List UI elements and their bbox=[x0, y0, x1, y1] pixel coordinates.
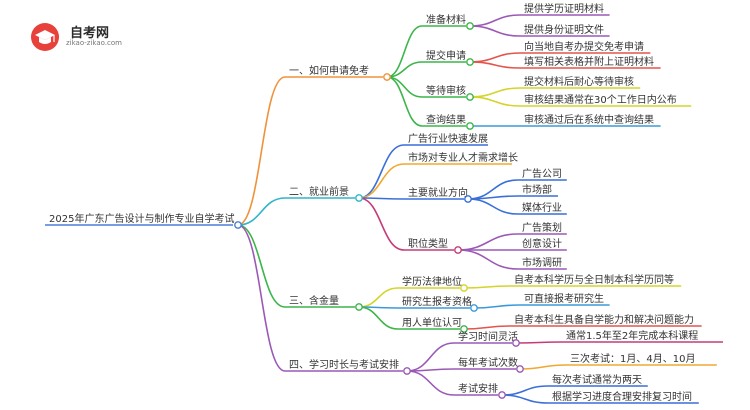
site-logo[interactable]: 自考网 zikao-zikao.com bbox=[30, 22, 150, 52]
connector-line bbox=[469, 25, 521, 37]
node-handle[interactable] bbox=[470, 304, 478, 312]
branch-topic[interactable]: 二、就业前景 bbox=[289, 185, 349, 198]
connector-line bbox=[358, 197, 405, 251]
subtopic[interactable]: 市场对专业人才需求增长 bbox=[408, 151, 518, 164]
leaf-topic[interactable]: 向当地自考办提交免考申请 bbox=[524, 40, 644, 53]
subtopic[interactable]: 查询结果 bbox=[426, 113, 466, 126]
leaf-topic[interactable]: 媒体行业 bbox=[522, 201, 562, 214]
subtopic[interactable]: 学习时间灵活 bbox=[458, 330, 518, 343]
connector-line bbox=[358, 287, 399, 308]
node-handle[interactable] bbox=[355, 303, 363, 311]
leaf-topic[interactable]: 可直接报考研究生 bbox=[524, 292, 604, 305]
node-handle[interactable] bbox=[403, 367, 411, 375]
logo-subtitle: zikao-zikao.com bbox=[66, 39, 122, 47]
connector-line bbox=[406, 342, 455, 372]
leaf-topic[interactable]: 提交材料后耐心等待审核 bbox=[524, 75, 634, 88]
leaf-topic[interactable]: 市场调研 bbox=[522, 256, 562, 269]
connector-line bbox=[463, 325, 511, 330]
leaf-topic[interactable]: 广告策划 bbox=[522, 221, 562, 234]
subtopic[interactable]: 考试安排 bbox=[458, 382, 498, 395]
node-handle[interactable] bbox=[466, 58, 474, 66]
connector-line bbox=[358, 163, 405, 199]
subtopic[interactable]: 研究生报考资格 bbox=[402, 295, 472, 308]
leaf-topic[interactable]: 通常1.5年至2年完成本科课程 bbox=[566, 329, 698, 342]
node-handle[interactable] bbox=[512, 339, 520, 347]
leaf-topic[interactable]: 自考本科学历与全日制本科学历同等 bbox=[514, 273, 674, 286]
connector-line bbox=[467, 198, 519, 215]
connector-line bbox=[237, 197, 286, 226]
connector-line bbox=[473, 304, 521, 309]
node-handle[interactable] bbox=[466, 122, 474, 130]
connector-line bbox=[358, 144, 405, 199]
node-handle[interactable] bbox=[498, 391, 506, 399]
connector-line bbox=[457, 233, 519, 251]
connector-line bbox=[457, 249, 519, 270]
node-handle[interactable] bbox=[466, 93, 474, 101]
subtopic[interactable]: 职位类型 bbox=[408, 237, 448, 250]
connector-line bbox=[463, 285, 511, 289]
leaf-topic[interactable]: 根据学习进度合理安排复习时间 bbox=[552, 390, 692, 403]
connector-line bbox=[406, 370, 455, 396]
connector-line bbox=[469, 87, 521, 98]
subtopic[interactable]: 主要就业方向 bbox=[408, 186, 468, 199]
subtopic[interactable]: 准备材料 bbox=[426, 13, 466, 26]
connector-line bbox=[386, 25, 423, 78]
connector-line bbox=[358, 306, 399, 330]
branch-topic[interactable]: 一、如何申请免考 bbox=[289, 64, 369, 77]
connector-line bbox=[386, 76, 423, 127]
connector-line bbox=[237, 76, 286, 226]
subtopic[interactable]: 等待审核 bbox=[426, 84, 466, 97]
node-handle[interactable] bbox=[355, 194, 363, 202]
subtopic[interactable]: 每年考试次数 bbox=[458, 356, 518, 369]
connector-line bbox=[501, 394, 549, 404]
node-handle[interactable] bbox=[383, 73, 391, 81]
leaf-topic[interactable]: 填写相关表格并附上证明材料 bbox=[524, 55, 654, 68]
connector-line bbox=[358, 197, 405, 200]
node-handle[interactable] bbox=[454, 246, 462, 254]
branch-topic[interactable]: 四、学习时长与考试安排 bbox=[289, 358, 399, 371]
leaf-topic[interactable]: 提供身份证明文件 bbox=[524, 23, 604, 36]
subtopic[interactable]: 提交申请 bbox=[426, 49, 466, 62]
connector-line bbox=[501, 385, 549, 396]
leaf-topic[interactable]: 提供学历证明材料 bbox=[524, 2, 604, 15]
node-handle[interactable] bbox=[466, 22, 474, 30]
leaf-topic[interactable]: 自考本科生具备自学能力和解决问题能力 bbox=[514, 313, 694, 326]
leaf-topic[interactable]: 广告公司 bbox=[522, 167, 562, 180]
connector-line bbox=[467, 195, 519, 200]
root-topic[interactable]: 2025年广东广告设计与制作专业自学考试 bbox=[49, 212, 234, 225]
graduation-cap-icon bbox=[31, 23, 59, 51]
subtopic[interactable]: 学历法律地位 bbox=[402, 275, 462, 288]
node-handle[interactable] bbox=[234, 221, 242, 229]
branch-topic[interactable]: 三、含金量 bbox=[289, 294, 339, 307]
connector-line bbox=[519, 364, 567, 370]
connector-line bbox=[237, 224, 286, 308]
leaf-topic[interactable]: 三次考试：1月、4月、10月 bbox=[570, 352, 695, 365]
node-handle[interactable] bbox=[464, 195, 472, 203]
leaf-topic[interactable]: 创意设计 bbox=[522, 237, 562, 250]
subtopic[interactable]: 广告行业快速发展 bbox=[408, 132, 488, 145]
leaf-topic[interactable]: 审核通过后在系统中查询结果 bbox=[524, 113, 654, 126]
subtopic[interactable]: 用人单位认可 bbox=[402, 316, 462, 329]
logo-title: 自考网 bbox=[70, 26, 110, 41]
node-handle[interactable] bbox=[516, 365, 524, 373]
connector-line bbox=[469, 14, 521, 27]
connector-line bbox=[515, 341, 563, 344]
connector-line bbox=[237, 224, 286, 372]
node-handle[interactable] bbox=[460, 284, 468, 292]
leaf-topic[interactable]: 每次考试通常为两天 bbox=[552, 373, 642, 386]
node-handle[interactable] bbox=[460, 325, 468, 333]
leaf-topic[interactable]: 审核结果通常在30个工作日内公布 bbox=[524, 93, 677, 106]
leaf-topic[interactable]: 市场部 bbox=[522, 183, 552, 196]
connector-line bbox=[469, 61, 521, 69]
connector-line bbox=[386, 76, 423, 98]
connector-line bbox=[469, 52, 521, 63]
connector-line bbox=[469, 96, 521, 107]
